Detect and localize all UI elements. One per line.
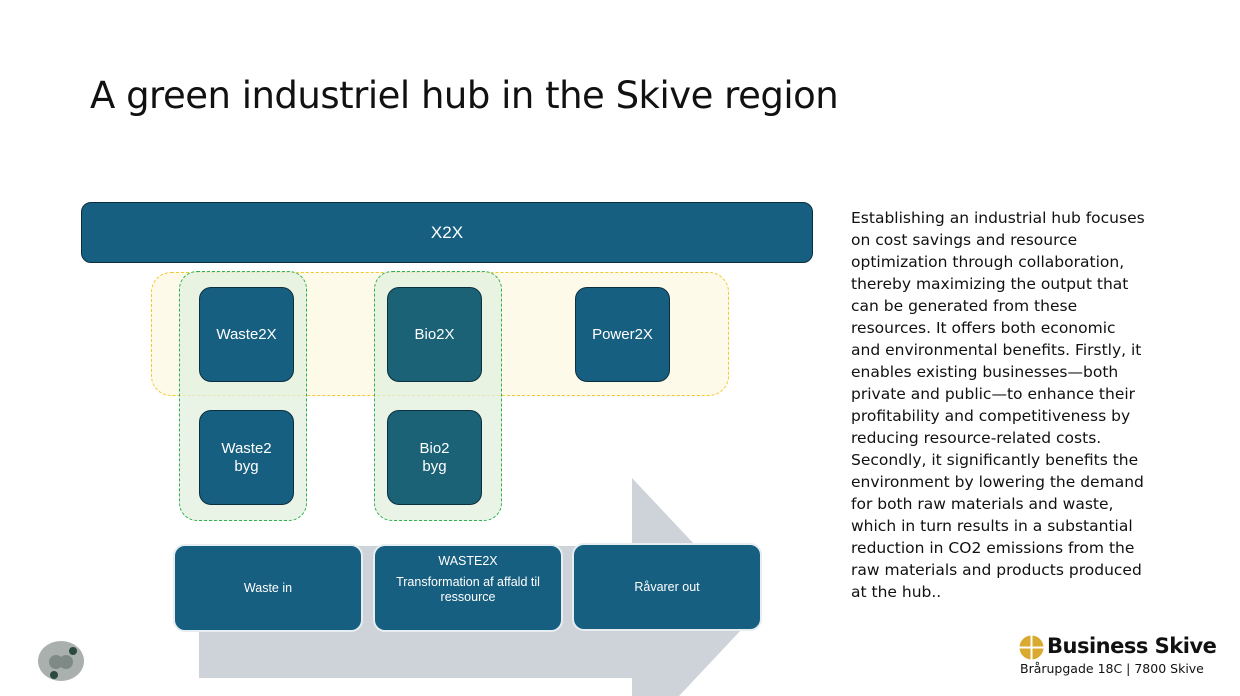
- flow-step-text: Transformation af affald til ressource: [396, 575, 540, 604]
- business-skive-logo-icon: [1019, 635, 1044, 660]
- power2x-box: Power2X: [575, 287, 670, 382]
- bio2x-box: Bio2X: [387, 287, 482, 382]
- description-text: Establishing an industrial hub focuses o…: [851, 209, 1145, 601]
- flow-step-label: Waste in: [243, 580, 293, 595]
- x2x-bar: X2X: [81, 202, 813, 263]
- logo-address: Brårupgade 18C | 7800 Skive: [1020, 661, 1204, 676]
- flow-step-waste2x: WASTE2X Transformation af affald til res…: [373, 544, 563, 632]
- flow-step-label: Råvarer out: [634, 579, 700, 594]
- slide-title: A green industriel hub in the Skive regi…: [90, 74, 839, 117]
- flow-step-waste-in: Waste in: [173, 544, 363, 632]
- slide-thumbnail-icon: [38, 641, 84, 681]
- bio2byg-box: Bio2 byg: [387, 410, 482, 505]
- waste2byg-box: Waste2 byg: [199, 410, 294, 505]
- logo-name: Business Skive: [1047, 634, 1217, 658]
- flow-step-raavarer-out: Råvarer out: [572, 543, 762, 631]
- waste2x-box: Waste2X: [199, 287, 294, 382]
- flow-step-title: WASTE2X: [438, 554, 498, 568]
